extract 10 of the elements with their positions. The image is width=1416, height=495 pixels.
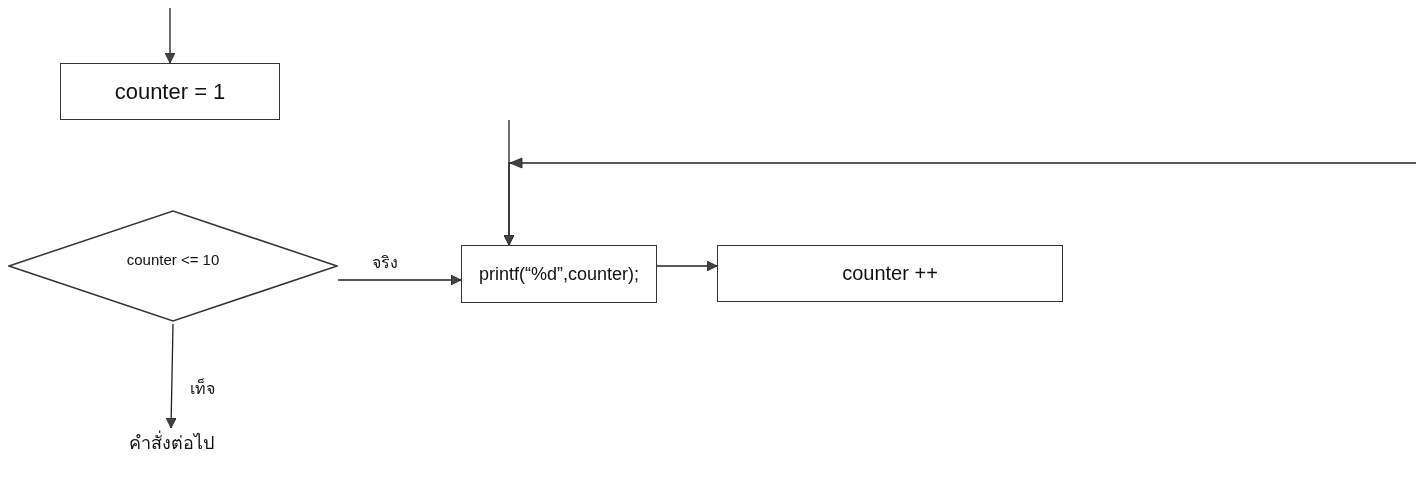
arrow [164, 7, 176, 64]
condition-text: counter <= 10 [126, 250, 220, 268]
arrow [503, 157, 1416, 246]
arrow [337, 274, 462, 286]
next-statement-text: คำสั่งต่อไป [111, 428, 231, 454]
process-box: printf(“%d”,counter); [461, 245, 657, 303]
arrow [656, 260, 718, 272]
process-box: counter = 1 [60, 63, 280, 120]
arrow [165, 323, 177, 429]
process-box: counter ++ [717, 245, 1063, 302]
